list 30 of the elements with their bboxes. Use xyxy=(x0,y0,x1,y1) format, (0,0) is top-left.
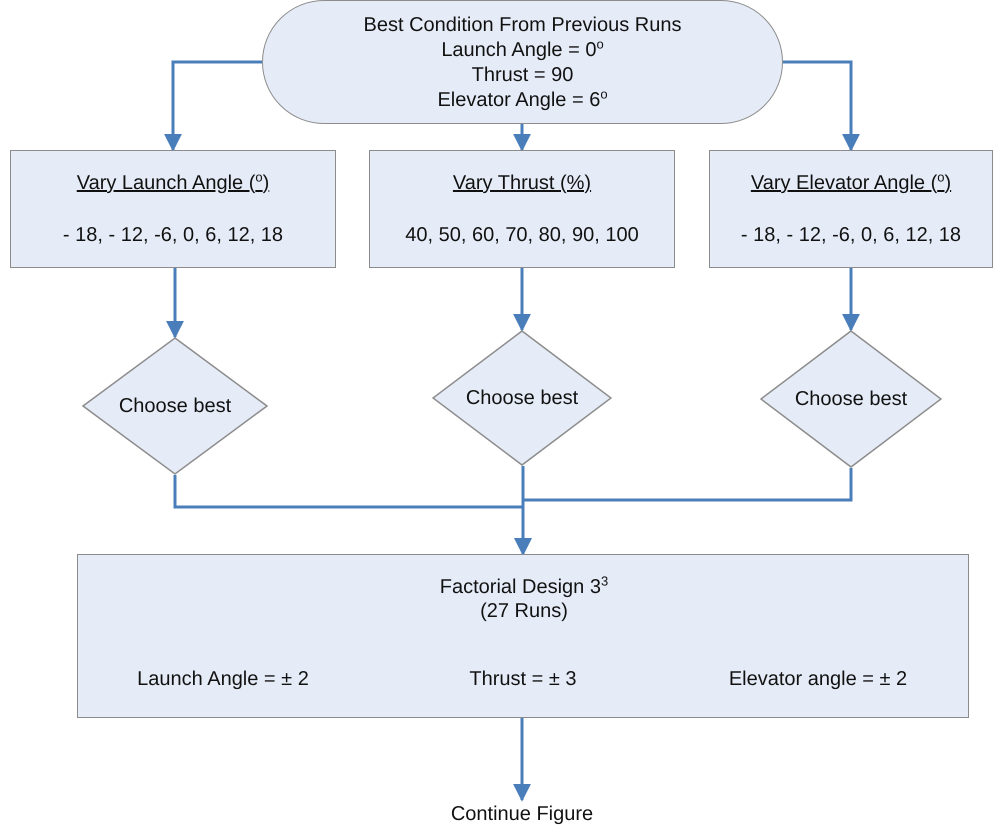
parameter-text: Thrust = ± 3 xyxy=(468,667,578,691)
parameter-text: Elevator angle = ± 2 xyxy=(728,667,908,691)
arrow xyxy=(842,268,860,332)
process-box xyxy=(709,150,993,268)
flow-end-text: Continue Figure xyxy=(450,802,594,826)
process-box xyxy=(77,554,969,718)
parameter-text: Launch Angle = ± 2 xyxy=(136,667,310,691)
decision-text: Choose best xyxy=(794,387,908,411)
arrow xyxy=(513,124,531,152)
heading-text: Vary Launch Angle ($^{o}$) xyxy=(76,171,270,195)
heading-text: Best Condition From Previous Runs xyxy=(362,13,682,37)
arrow xyxy=(166,268,184,339)
parameter-text: Elevator Angle = 6$^{o}$ xyxy=(436,88,609,112)
arrow xyxy=(164,60,262,152)
decision-text: Choose best xyxy=(118,394,232,418)
process-box xyxy=(369,150,675,268)
arrow xyxy=(513,268,531,332)
values-text: - 18, - 12, -6, 0, 6, 12, 18 xyxy=(62,223,284,247)
values-text: 40, 50, 60, 70, 80, 90, 100 xyxy=(404,223,640,247)
parameter-text: Thrust = 90 xyxy=(470,63,574,87)
heading-text: Vary Elevator Angle ($^{o}$) xyxy=(750,171,952,195)
arrow xyxy=(514,468,852,556)
heading-text: Factorial Design 3$^{3}$ (27 Runs) xyxy=(438,575,610,623)
heading-text: Vary Thrust (%) xyxy=(452,171,592,195)
arrow xyxy=(783,60,860,152)
parameter-text: Launch Angle = 0$^{o}$ xyxy=(440,38,605,62)
arrow xyxy=(513,718,531,802)
process-box xyxy=(10,150,336,268)
values-text: - 18, - 12, -6, 0, 6, 12, 18 xyxy=(740,223,962,247)
decision-text: Choose best xyxy=(464,386,580,410)
